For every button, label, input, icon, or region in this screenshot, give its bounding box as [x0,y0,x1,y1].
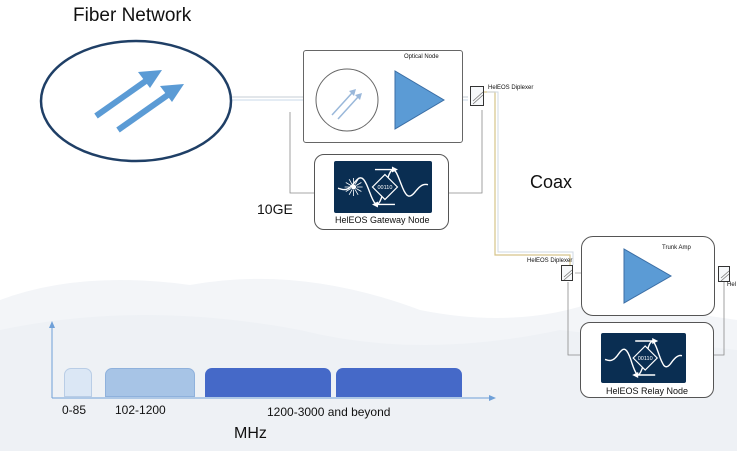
band-label-0-85: 0-85 [62,403,87,417]
diplexer-icon [720,270,730,282]
band-label-102-1200: 102-1200 [115,403,166,417]
svg-text:00110: 00110 [638,356,653,362]
fiber-network-label: Fiber Network [73,5,192,26]
gateway-module-icon: 00110 [334,161,432,213]
diplexer-icon [472,91,484,105]
diplexer-right-label: Hel [727,282,737,288]
spectrum-band-1200-3000-a [205,368,331,397]
trunk-amp: Trunk Amp [581,236,715,316]
optical-node: Optical Node [303,50,463,143]
band-label-1200-3000: 1200-3000 and beyond [267,405,391,419]
gateway-node-label: HelEOS Gateway Node [335,215,430,225]
diplexer-top-label: HelEOS Diplexer [488,85,534,91]
optical-receiver-icon [315,68,379,132]
fiber-network-cloud [39,39,233,163]
fiber-arrow-icon [94,70,184,133]
diplexer-mid-label: HelEOS Diplexer [527,258,573,264]
diplexer-mid [561,265,573,281]
diplexer-right [718,266,730,282]
diplexer-icon [563,269,573,281]
amplifier-triangle-icon [623,248,673,304]
optical-node-title: Optical Node [404,54,439,60]
ten-ge-label: 10GE [257,201,293,217]
relay-node-label: HelEOS Relay Node [606,386,689,396]
spectrum-band-1200-3000-b [336,368,462,397]
spectrum-band-0-85 [64,368,92,397]
diplexer-top [470,86,484,106]
amplifier-triangle-icon [394,70,445,130]
relay-module-icon: 00110 [601,333,686,383]
spectrum-unit-label: MHz [234,425,267,442]
coax-label: Coax [530,172,573,192]
spectrum-band-102-1200 [105,368,195,397]
trunk-amp-title: Trunk Amp [662,245,691,251]
svg-text:00110: 00110 [378,185,393,191]
spectrum-axes [49,321,496,401]
